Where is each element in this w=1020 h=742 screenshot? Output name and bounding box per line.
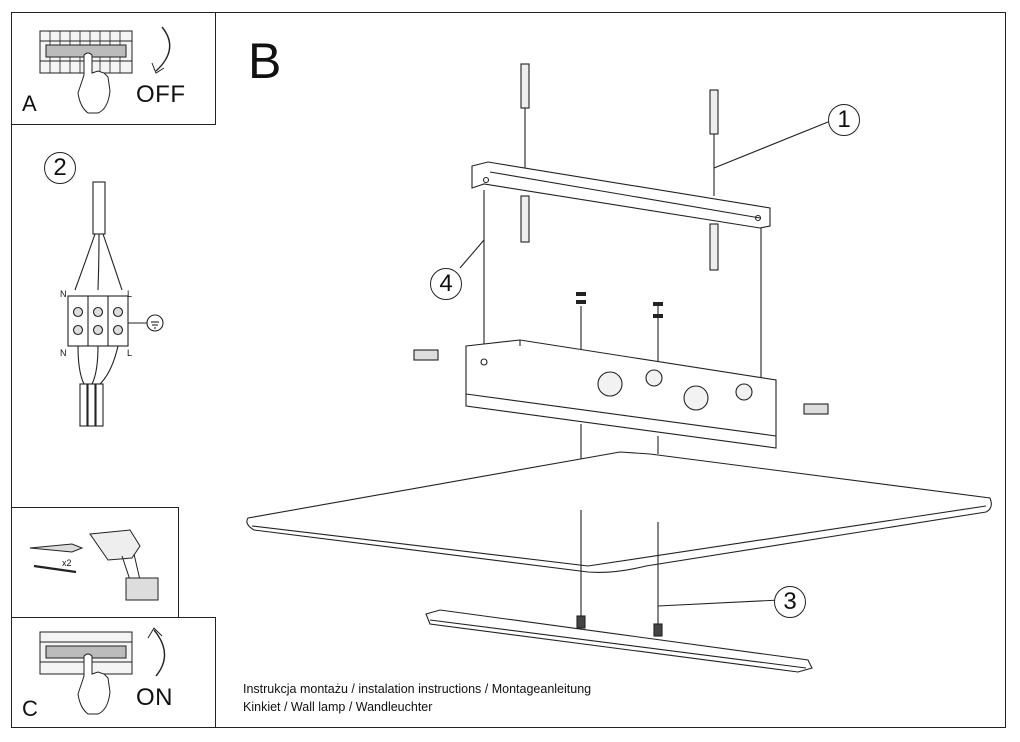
callout-4: 4	[430, 268, 462, 300]
caption-line-1: Instrukcja montażu / instalation instruc…	[243, 682, 592, 696]
dowel-count: x2	[62, 558, 72, 568]
breaker-hand-illustration	[39, 26, 171, 114]
neutral-bottom-label: N	[60, 348, 67, 358]
neutral-top-label: N	[60, 289, 67, 299]
instruction-sheet	[11, 12, 1006, 728]
screw-dowel-left	[520, 63, 530, 243]
panel-a-switch-off: A OFF	[11, 12, 216, 125]
breaker-hand-illustration-on	[39, 627, 166, 715]
panel-c-label: C	[22, 696, 38, 721]
live-bottom-label: L	[127, 348, 133, 358]
panel-a-label: A	[22, 91, 37, 116]
screw-dowel-right	[709, 89, 719, 271]
callout-1: 1	[828, 104, 860, 136]
callout-2: 2	[44, 152, 76, 184]
live-top-label: L	[127, 289, 133, 299]
panel-c-switch-on: C ON	[11, 617, 216, 728]
panel-b-label: B	[248, 33, 282, 89]
caption-line-2: Kinkiet / Wall lamp / Wandleuchter	[243, 700, 433, 714]
switch-on-text: ON	[136, 684, 173, 711]
panel-tools: x2	[11, 507, 179, 618]
switch-off-text: OFF	[136, 81, 186, 108]
drill-and-dowels-illustration	[29, 529, 159, 601]
callout-3: 3	[774, 586, 806, 618]
